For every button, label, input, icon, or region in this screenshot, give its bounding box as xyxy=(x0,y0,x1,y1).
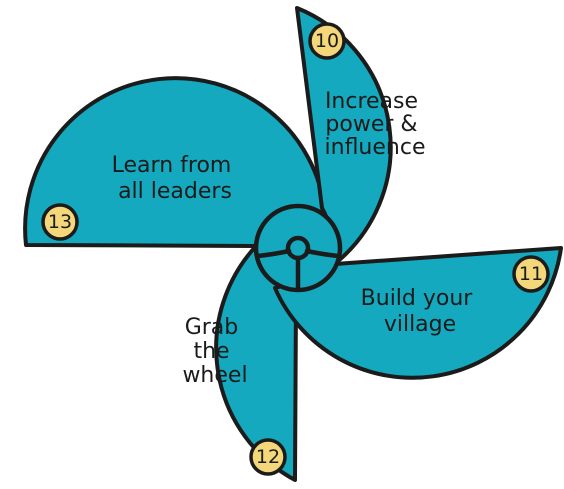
wheel-hub-fill xyxy=(256,206,340,290)
blade-left-label-line-1: Learn from xyxy=(112,153,232,178)
badge-12-circle xyxy=(249,438,287,476)
badge-11-circle xyxy=(512,255,550,293)
badge-13: 13 xyxy=(41,203,79,241)
badge-13-circle xyxy=(41,203,79,241)
badge-10-circle xyxy=(308,22,346,60)
blade-right-label: Build your village xyxy=(361,286,480,337)
blade-left-label: Learn from all leaders xyxy=(112,153,239,204)
blade-bottom-label-line-2: the xyxy=(193,339,229,364)
badge-10: 10 xyxy=(308,22,346,60)
blade-right-label-line-1: Build your xyxy=(361,286,474,311)
wheel-right-spoke xyxy=(304,248,341,259)
badge-12: 12 xyxy=(249,438,287,476)
blade-top-label-line-2: power & xyxy=(325,112,417,137)
blade-bottom-label-line-1: Grab xyxy=(185,315,239,340)
blade-top-label-line-1: Increase xyxy=(325,89,418,114)
blade-top-label-line-3: influence xyxy=(325,135,426,160)
blade-bottom: Grab the wheel 12 xyxy=(182,238,298,482)
wheel-left-spoke xyxy=(255,248,292,259)
steering-wheel-icon xyxy=(253,203,343,293)
blade-left: Learn from all leaders 13 xyxy=(23,76,327,248)
blade-bottom-label-line-3: wheel xyxy=(182,363,247,388)
blade-top-label: Increase power & influence xyxy=(325,89,426,160)
badge-10-number: 10 xyxy=(315,30,339,52)
blade-left-label-line-2: all leaders xyxy=(118,179,232,204)
badge-11: 11 xyxy=(512,255,550,293)
badge-11-number: 11 xyxy=(519,263,543,285)
blade-right-label-line-2: village xyxy=(384,312,456,337)
badge-12-number: 12 xyxy=(256,446,280,468)
badge-13-number: 13 xyxy=(48,211,72,233)
blade-bottom-label: Grab the wheel xyxy=(182,315,247,388)
